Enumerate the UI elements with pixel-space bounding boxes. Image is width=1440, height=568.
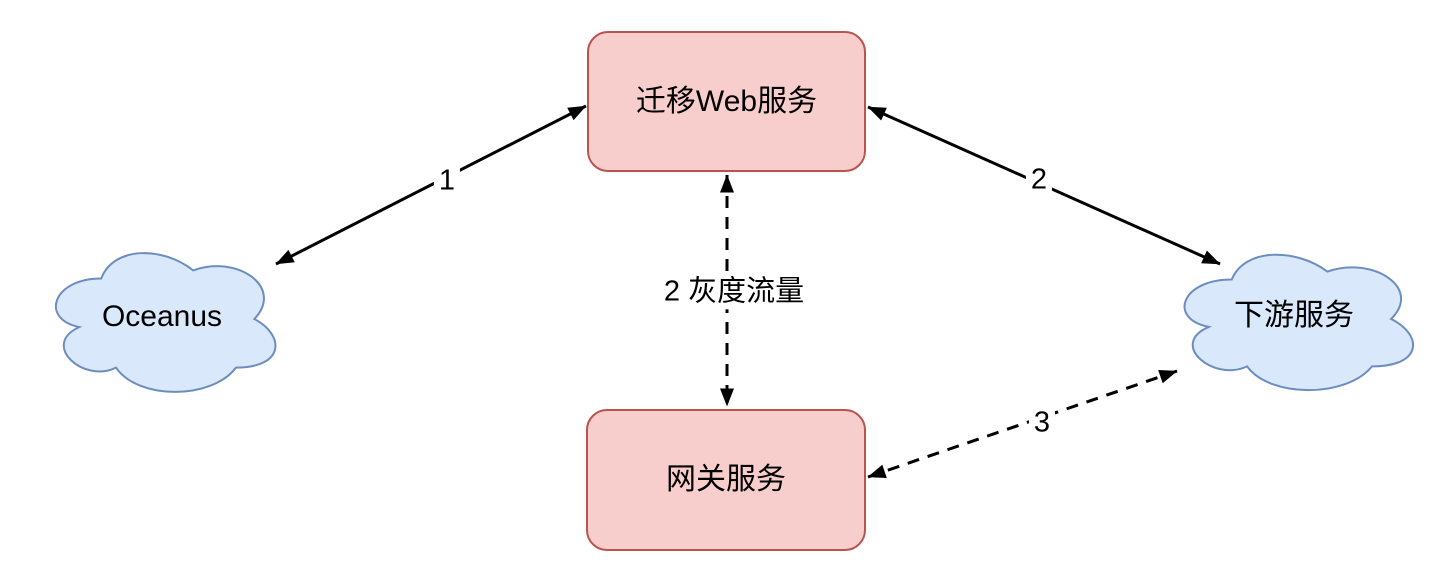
node-gateway-service-label: 网关服务 bbox=[666, 463, 786, 496]
edge-oceanus-migration bbox=[275, 104, 587, 266]
edge-gateway-downstream bbox=[867, 369, 1178, 479]
node-migration-web-service-label: 迁移Web服务 bbox=[635, 84, 818, 118]
node-gateway-service: 网关服务 bbox=[586, 409, 866, 551]
cloud-downstream-service bbox=[1185, 255, 1413, 390]
edge-label-2: 2 bbox=[1025, 162, 1053, 198]
node-migration-web-service: 迁移Web服务 bbox=[587, 31, 866, 172]
edge-label-1: 1 bbox=[433, 163, 461, 199]
edge-label-gray-traffic: 2 灰度流量 bbox=[658, 274, 810, 310]
cloud-oceanus bbox=[56, 253, 276, 392]
edge-label-3: 3 bbox=[1028, 405, 1056, 441]
node-oceanus-label: Oceanus bbox=[101, 300, 223, 333]
node-downstream-service-label: 下游服务 bbox=[1234, 299, 1354, 332]
